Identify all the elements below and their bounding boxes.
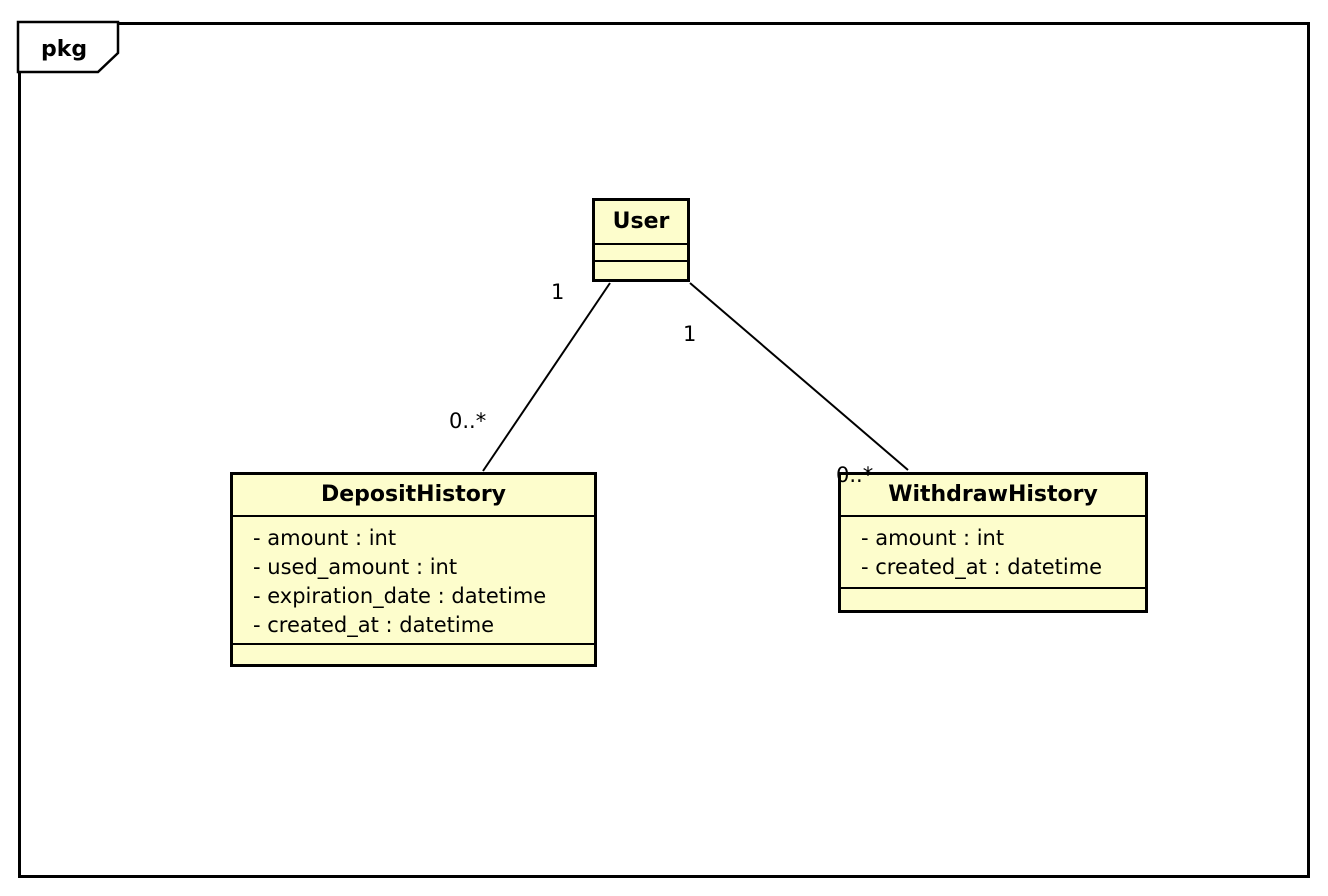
multiplicity-user-end-withdraw: 1 <box>683 322 697 346</box>
class-attributes-user <box>595 243 687 260</box>
class-name-withdrawhistory: WithdrawHistory <box>888 482 1098 507</box>
attribute-row: - amount : int <box>253 526 397 550</box>
attribute-row: - created_at : datetime <box>253 613 495 637</box>
class-box-user: User <box>592 198 690 282</box>
package-frame <box>18 22 1310 878</box>
class-operations-user <box>595 260 687 279</box>
class-attributes-withdrawhistory: - amount : int - created_at : datetime <box>841 515 1145 587</box>
package-tag-label: pkg <box>41 37 88 62</box>
class-operations-deposithistory <box>233 643 594 664</box>
class-attributes-deposithistory: - amount : int - used_amount : int - exp… <box>233 515 594 643</box>
attribute-row: - used_amount : int <box>253 555 458 579</box>
class-box-deposithistory: DepositHistory - amount : int - used_amo… <box>230 472 597 667</box>
class-name-user: User <box>612 209 670 234</box>
class-box-withdrawhistory: WithdrawHistory - amount : int - created… <box>838 472 1148 613</box>
multiplicity-deposithistory-end: 0..* <box>449 409 487 433</box>
class-name-deposithistory: DepositHistory <box>320 482 507 507</box>
class-operations-withdrawhistory <box>841 587 1145 610</box>
multiplicity-user-end-deposit: 1 <box>551 280 565 304</box>
attribute-row: - amount : int <box>861 526 1005 550</box>
attribute-row: - created_at : datetime <box>861 555 1103 579</box>
multiplicity-withdrawhistory-end: 0..* <box>836 463 874 487</box>
attribute-row: - expiration_date : datetime <box>253 584 547 608</box>
